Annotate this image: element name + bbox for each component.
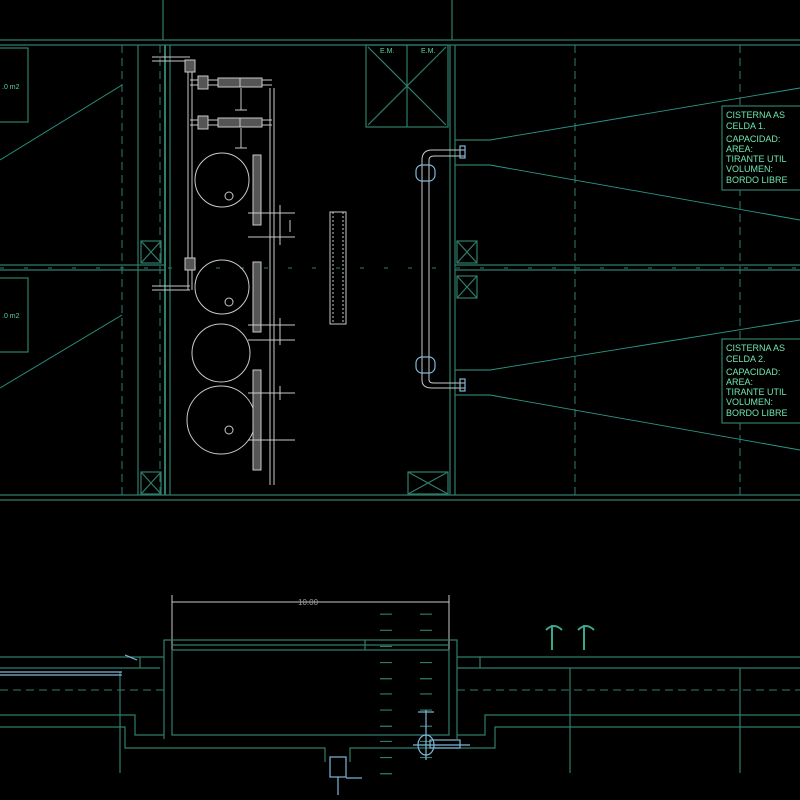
svg-text:E.M.: E.M. — [380, 48, 394, 55]
svg-text:AREA:: AREA: — [726, 144, 753, 154]
svg-text:E.M.: E.M. — [421, 48, 435, 55]
suction-pipe — [415, 145, 466, 392]
svg-text:CISTERNA AS: CISTERNA AS — [726, 343, 785, 353]
air-vents — [545, 625, 595, 650]
cell-1-legend: CISTERNA AS CELDA 1. CAPACIDAD: AREA: TI… — [721, 105, 800, 191]
area-box — [0, 277, 29, 353]
svg-text:VOLUMEN:: VOLUMEN: — [726, 397, 773, 407]
grating — [329, 211, 347, 325]
svg-text:AREA:: AREA: — [726, 377, 753, 387]
area-label: .0 m2 — [2, 84, 20, 91]
pump-equipment — [152, 56, 295, 485]
svg-text:BORDO LIBRE: BORDO LIBRE — [726, 175, 788, 185]
svg-text:CAPACIDAD:: CAPACIDAD: — [726, 367, 780, 377]
svg-text:CISTERNA AS: CISTERNA AS — [726, 110, 785, 120]
plan-view: .0 m2 .0 m2 E.M. E.M. — [0, 0, 800, 501]
svg-text:BORDO LIBRE: BORDO LIBRE — [726, 408, 788, 418]
svg-text:CAPACIDAD:: CAPACIDAD: — [726, 134, 780, 144]
svg-text:VOLUMEN:: VOLUMEN: — [726, 164, 773, 174]
column-markers — [140, 240, 478, 495]
svg-text:TIRANTE UTIL: TIRANTE UTIL — [726, 387, 787, 397]
area-box — [0, 47, 29, 123]
electromechanical-box: E.M. E.M. — [365, 44, 449, 128]
svg-text:TIRANTE UTIL: TIRANTE UTIL — [726, 154, 787, 164]
cell-2-legend: CISTERNA AS CELDA 2. CAPACIDAD: AREA: TI… — [721, 338, 800, 424]
svg-text:CELDA 1.: CELDA 1. — [726, 121, 766, 131]
dimension-label: 10.00 — [298, 598, 319, 607]
section-view: 10.00 — [0, 595, 800, 795]
level-marks — [380, 613, 432, 775]
section-pump — [329, 710, 470, 795]
svg-text:CELDA 2.: CELDA 2. — [726, 354, 766, 364]
area-label: .0 m2 — [2, 313, 20, 320]
